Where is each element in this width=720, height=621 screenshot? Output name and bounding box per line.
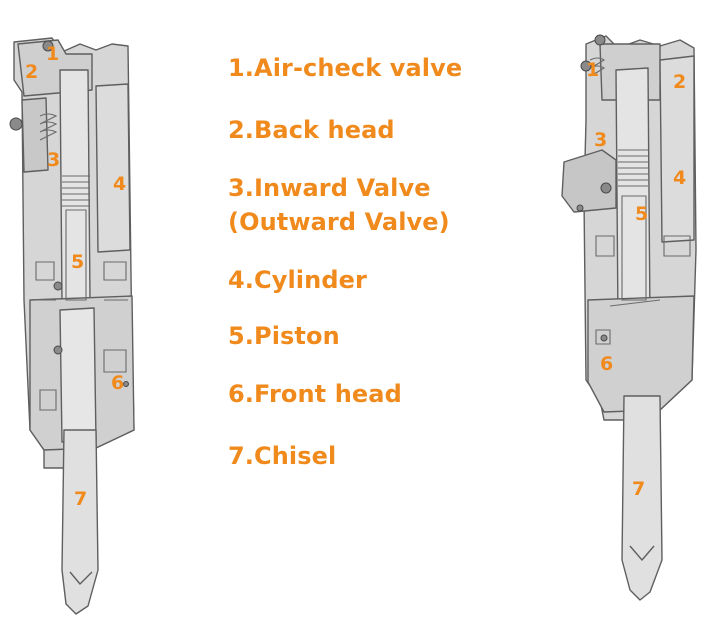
legend-item-3: 3.Inward Valve: [228, 174, 431, 202]
legend-item-6: 6.Front head: [228, 380, 402, 408]
left-drawing-label-5: 5: [71, 251, 84, 273]
legend-item-2: 2.Back head: [228, 116, 395, 144]
legend-item-5: 5.Piston: [228, 322, 340, 350]
right-valve-block: [561, 149, 617, 213]
right-drawing-label-5: 5: [635, 203, 648, 225]
right-drawing-label-4: 4: [673, 167, 686, 189]
left-drawing-label-4: 4: [113, 173, 126, 195]
legend-item-7: 7.Chisel: [228, 442, 337, 470]
right-number-labels: 1 2 3 4 5 6 7: [586, 59, 686, 500]
left-drawing-label-2: 2: [25, 61, 38, 83]
left-number-labels: 12 3 4 5 6 7: [25, 43, 126, 510]
legend-item-4: 4.Cylinder: [228, 266, 367, 294]
left-chisel: [61, 429, 99, 615]
right-inner-bore: [615, 67, 651, 323]
right-drawing-label-7: 7: [632, 478, 645, 500]
right-drawing-label-3: 3: [594, 129, 607, 151]
right-cylinder-panel: [659, 55, 695, 243]
right-drawing-label-6: 6: [600, 353, 613, 375]
left-drawing-label-6: 6: [111, 372, 124, 394]
left-drawing-label-7: 7: [74, 488, 87, 510]
left-drawing-label-1: 1: [46, 43, 59, 65]
right-drawing-label-1: 1: [586, 59, 599, 81]
right-drawing-label-2: 2: [673, 71, 686, 93]
left-cylinder-panel: [95, 83, 131, 253]
legend-item-1: 1.Air-check valve: [228, 54, 463, 82]
left-drawing-label-3: 3: [47, 149, 60, 171]
legend-item-3-line-2: (Outward Valve): [228, 208, 450, 236]
left-valve-housing: [21, 97, 49, 173]
